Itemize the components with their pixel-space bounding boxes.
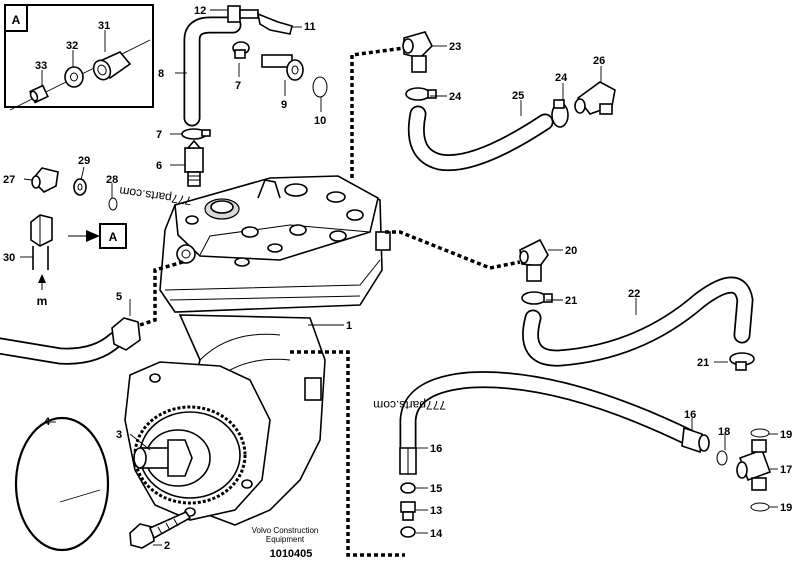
label-2: 2 <box>164 540 170 552</box>
inset-a-label: A <box>12 13 21 27</box>
part-12-bolt <box>227 5 259 23</box>
part-24-clamp-left <box>405 87 437 101</box>
watermark-middle: 777parts.com <box>373 398 446 412</box>
label-29: 29 <box>78 155 90 167</box>
part-33-sleeve <box>29 84 49 104</box>
part-23-elbow <box>402 31 433 73</box>
label-26: 26 <box>593 55 605 67</box>
label-13: 13 <box>430 505 442 517</box>
label-19-bottom: 19 <box>780 502 792 514</box>
inset-a: A 31 32 33 <box>4 4 154 111</box>
part-15-seal <box>400 482 416 494</box>
part-10-o-ring <box>312 76 328 98</box>
part-5-pipe <box>0 317 141 365</box>
part-9-adapter <box>261 54 304 81</box>
label-5: 5 <box>116 291 122 303</box>
label-16-right: 16 <box>684 409 696 421</box>
lower-right-pipe: 16 15 13 14 16 18 19 17 19 <box>399 371 792 540</box>
part-7-clamp-lower <box>181 128 211 140</box>
footer-code: 1010405 <box>270 548 313 560</box>
part-20-elbow <box>519 238 549 282</box>
part-2-bolt <box>129 510 192 549</box>
label-18: 18 <box>718 426 730 438</box>
connection-lines <box>139 46 521 557</box>
footer: Volvo Construction Equipment 1010405 <box>252 526 319 560</box>
watermark-top: 777parts.com <box>118 184 192 208</box>
label-6: 6 <box>156 160 162 172</box>
label-21-bottom: 21 <box>697 357 709 369</box>
part-1-compressor <box>124 175 391 526</box>
part-6-fitting <box>184 139 204 187</box>
label-3: 3 <box>116 429 122 441</box>
label-7-top: 7 <box>235 80 241 92</box>
label-14: 14 <box>430 528 443 540</box>
left-fitting-group: m A 27 29 28 30 <box>3 155 127 308</box>
callout-a: A <box>68 223 127 249</box>
compressor-labels: 1 5 3 2 4 <box>44 291 352 552</box>
part-29-washer <box>73 178 87 196</box>
top-pipe-group: 12 11 8 7 9 10 7 6 <box>156 5 328 187</box>
part-14-seal <box>400 526 416 538</box>
label-11: 11 <box>304 21 316 33</box>
part-13-nipple <box>400 501 416 521</box>
label-10: 10 <box>314 115 326 127</box>
label-4: 4 <box>44 416 51 428</box>
label-24-right: 24 <box>555 72 568 84</box>
label-33: 33 <box>35 60 47 72</box>
part-32-ring <box>64 66 84 88</box>
label-17: 17 <box>780 464 792 476</box>
label-8: 8 <box>158 68 164 80</box>
label-15: 15 <box>430 483 442 495</box>
middle-right-hose: 20 21 22 21 <box>519 238 755 371</box>
label-31: 31 <box>98 20 110 32</box>
part-11-clip <box>256 12 293 35</box>
label-25: 25 <box>512 90 524 102</box>
part-21-clamp-bottom <box>729 352 755 371</box>
label-20: 20 <box>565 245 577 257</box>
label-9: 9 <box>281 99 287 111</box>
label-30: 30 <box>3 252 15 264</box>
callout-a-label: A <box>109 230 118 244</box>
label-27: 27 <box>3 174 15 186</box>
part-18-o-ring <box>716 450 728 466</box>
label-1: 1 <box>346 320 352 332</box>
label-7-lower: 7 <box>156 129 162 141</box>
part-17-tee <box>736 439 772 491</box>
upper-right-hose: 23 24 25 24 26 <box>402 31 616 172</box>
m-label: m <box>37 294 48 308</box>
label-23: 23 <box>449 41 461 53</box>
footer-brand-line1: Volvo Construction <box>252 526 319 535</box>
part-7-clamp-top <box>232 41 250 59</box>
part-19-o-ring-top <box>750 428 770 438</box>
label-28: 28 <box>106 174 118 186</box>
label-16-left: 16 <box>430 443 442 455</box>
label-32: 32 <box>66 40 78 52</box>
part-4-gasket <box>14 416 110 552</box>
part-28-o-ring <box>108 197 118 211</box>
label-12: 12 <box>194 5 206 17</box>
part-19-o-ring-bottom <box>750 502 770 512</box>
part-26-fitting <box>574 81 616 115</box>
part-24-clamp-right <box>551 99 569 128</box>
m-arrow: m <box>37 274 48 308</box>
part-31-nut <box>92 51 132 81</box>
part-16-nut-right <box>681 426 703 454</box>
part-30-nut <box>30 214 53 270</box>
label-19-top: 19 <box>780 429 792 441</box>
label-24-left: 24 <box>449 91 462 103</box>
part-21-clamp-top <box>521 291 553 305</box>
label-21-top: 21 <box>565 295 577 307</box>
footer-brand-line2: Equipment <box>266 535 305 544</box>
label-22: 22 <box>628 288 640 300</box>
